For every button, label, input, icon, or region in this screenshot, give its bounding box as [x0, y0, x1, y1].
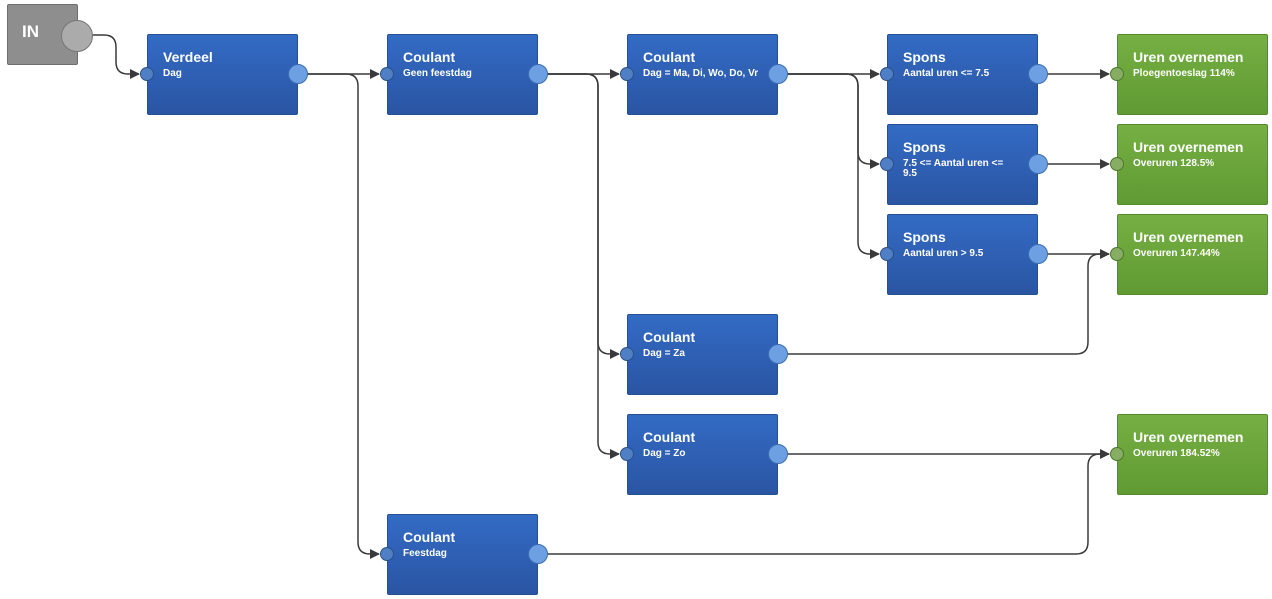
- arrowhead: [870, 249, 880, 259]
- input-port[interactable]: [880, 67, 894, 81]
- node-title: Uren overnemen: [1133, 229, 1244, 245]
- output-port[interactable]: [61, 20, 93, 52]
- connection-geen-feestdag-zaterdag: [547, 73, 619, 355]
- input-port[interactable]: [880, 247, 894, 261]
- node-subtitle: 7.5 <= Aantal uren <= 9.5: [903, 158, 1004, 179]
- node-title: Spons: [903, 229, 946, 245]
- verdeel-node[interactable]: Verdeel Dag: [140, 34, 308, 115]
- connection-werkdag-spons3: [787, 73, 879, 255]
- node-title: IN: [22, 22, 39, 41]
- input-port[interactable]: [620, 347, 634, 361]
- node-title: Uren overnemen: [1133, 139, 1244, 155]
- arrowhead: [370, 549, 380, 559]
- node-subtitle: Dag = Zo: [643, 448, 686, 459]
- input-port[interactable]: [1110, 447, 1124, 461]
- node-subtitle: Feestdag: [403, 548, 447, 559]
- output-port[interactable]: [288, 64, 308, 84]
- node-title: Verdeel: [163, 49, 213, 65]
- node-subtitle: Aantal uren > 9.5: [903, 248, 984, 259]
- output-port[interactable]: [768, 344, 788, 364]
- node-subtitle: Aantal uren <= 7.5: [903, 68, 990, 79]
- node-title: Uren overnemen: [1133, 49, 1244, 65]
- uren-overnemen-node-4[interactable]: Uren overnemen Overuren 184.52%: [1110, 414, 1268, 495]
- output-port[interactable]: [528, 544, 548, 564]
- node-subtitle: Dag: [163, 68, 182, 79]
- uren-overnemen-node-1[interactable]: Uren overnemen Ploegentoeslag 114%: [1110, 34, 1268, 115]
- node-title: Coulant: [643, 49, 696, 65]
- node-subtitle: Overuren 147.44%: [1133, 248, 1220, 259]
- input-port[interactable]: [380, 67, 394, 81]
- spons-node-2[interactable]: Spons 7.5 <= Aantal uren <= 9.5: [880, 124, 1048, 205]
- node-title: Coulant: [643, 429, 696, 445]
- connection-zaterdag-uren3: [787, 253, 1109, 355]
- coulant-zondag-node[interactable]: Coulant Dag = Zo: [620, 414, 788, 495]
- node-title: Coulant: [403, 49, 456, 65]
- coulant-zaterdag-node[interactable]: Coulant Dag = Za: [620, 314, 788, 395]
- spons-node-1[interactable]: Spons Aantal uren <= 7.5: [880, 34, 1048, 115]
- output-port[interactable]: [1028, 244, 1048, 264]
- input-port[interactable]: [620, 447, 634, 461]
- spons-node-3[interactable]: Spons Aantal uren > 9.5: [880, 214, 1048, 295]
- arrowhead: [1100, 449, 1110, 459]
- input-port[interactable]: [1110, 157, 1124, 171]
- output-port[interactable]: [528, 64, 548, 84]
- arrowhead: [610, 69, 620, 79]
- uren-overnemen-node-2[interactable]: Uren overnemen Overuren 128.5%: [1110, 124, 1268, 205]
- node-subtitle: Ploegentoeslag 114%: [1133, 68, 1235, 79]
- connection-verdeel-feestdag: [307, 73, 379, 555]
- node-title: Spons: [903, 49, 946, 65]
- arrowhead: [370, 69, 380, 79]
- input-port[interactable]: [620, 67, 634, 81]
- connection-werkdag-spons2: [787, 73, 879, 165]
- connection-in-verdeel: [92, 34, 139, 75]
- arrowhead: [1100, 249, 1110, 259]
- arrowhead: [610, 449, 620, 459]
- output-port[interactable]: [1028, 154, 1048, 174]
- arrowhead: [610, 349, 620, 359]
- node-title: Coulant: [643, 329, 696, 345]
- arrowhead: [1100, 159, 1110, 169]
- node-title: Spons: [903, 139, 946, 155]
- uren-overnemen-node-3[interactable]: Uren overnemen Overuren 147.44%: [1110, 214, 1268, 295]
- node-subtitle: Geen feestdag: [403, 68, 472, 79]
- input-port[interactable]: [140, 67, 154, 81]
- node-subtitle: Overuren 184.52%: [1133, 448, 1220, 459]
- node-subtitle: Overuren 128.5%: [1133, 158, 1215, 169]
- connection-feestdag-uren4: [547, 453, 1109, 555]
- coulant-geen-feestdag-node[interactable]: Coulant Geen feestdag: [380, 34, 548, 115]
- coulant-feestdag-node[interactable]: Coulant Feestdag: [380, 514, 548, 595]
- input-port[interactable]: [1110, 247, 1124, 261]
- arrowhead: [130, 69, 140, 79]
- output-port[interactable]: [1028, 64, 1048, 84]
- coulant-werkdag-node[interactable]: Coulant Dag = Ma, Di, Wo, Do, Vr: [620, 34, 788, 115]
- input-node[interactable]: IN: [7, 4, 93, 65]
- node-title: Coulant: [403, 529, 456, 545]
- node-subtitle: Dag = Za: [643, 348, 685, 359]
- input-port[interactable]: [380, 547, 394, 561]
- connection-geen-feestdag-zondag: [547, 73, 619, 455]
- input-port[interactable]: [1110, 67, 1124, 81]
- output-port[interactable]: [768, 444, 788, 464]
- arrowhead: [870, 159, 880, 169]
- input-port[interactable]: [880, 157, 894, 171]
- arrowhead: [1100, 69, 1110, 79]
- arrowhead: [870, 69, 880, 79]
- node-subtitle: Dag = Ma, Di, Wo, Do, Vr: [643, 68, 759, 79]
- node-title: Uren overnemen: [1133, 429, 1244, 445]
- output-port[interactable]: [768, 64, 788, 84]
